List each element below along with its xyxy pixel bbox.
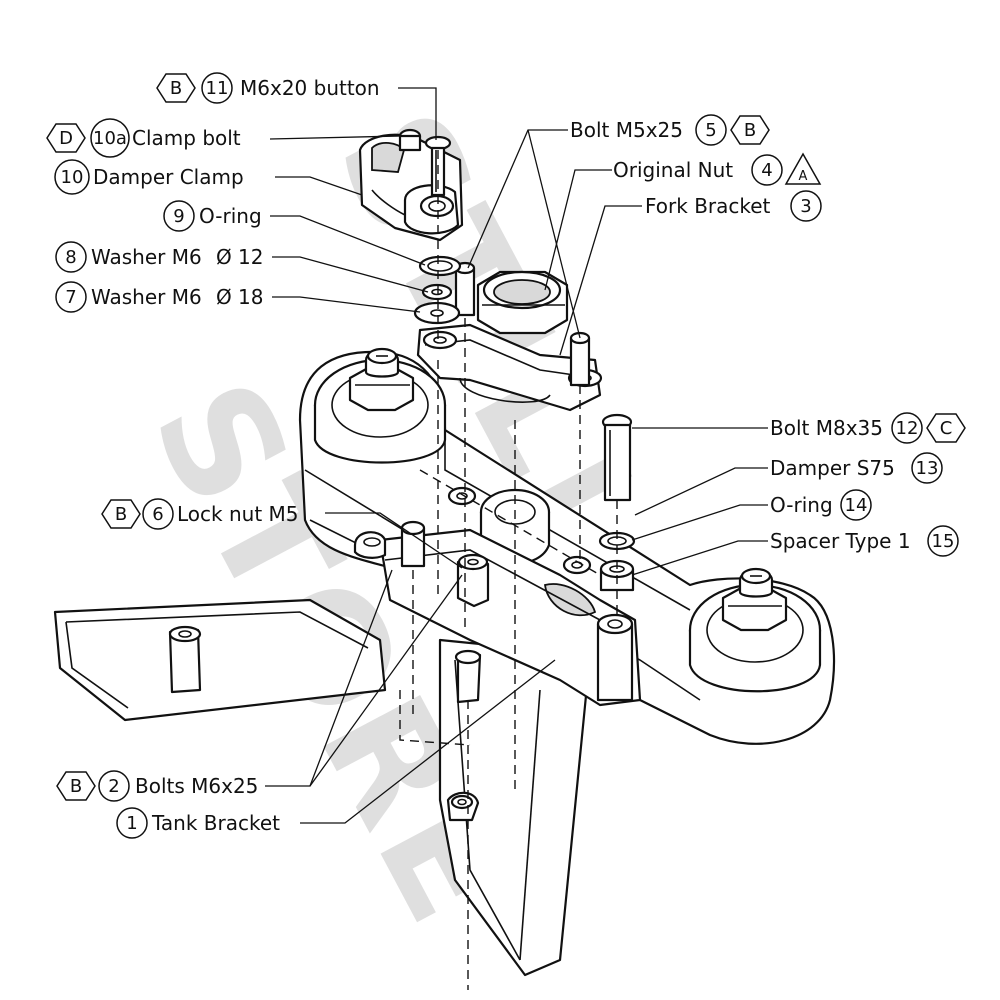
number-circle bbox=[790, 190, 822, 222]
callout-number: 3 bbox=[800, 196, 811, 217]
number-circle bbox=[98, 770, 130, 802]
number-circle bbox=[695, 114, 727, 146]
callout-text: Damper S75 bbox=[770, 456, 895, 480]
damper-clamp bbox=[358, 128, 464, 242]
number-circle bbox=[55, 281, 87, 313]
callout-text: Original Nut bbox=[613, 158, 733, 182]
callout-text: Washer M6 bbox=[91, 245, 202, 269]
callout-1: 1 Tank Bracket bbox=[116, 807, 280, 839]
code-triangle bbox=[784, 152, 822, 185]
callout-8: 8 Washer M6 Ø 12 bbox=[55, 241, 263, 273]
fork-bracket-3 bbox=[416, 261, 603, 412]
callout-text: Tank Bracket bbox=[151, 811, 280, 835]
code-hexagon bbox=[926, 413, 966, 443]
number-circle bbox=[116, 807, 148, 839]
callout-number: 9 bbox=[173, 206, 184, 227]
callout-number: 6 bbox=[152, 504, 163, 525]
callout-text: Bolts M6x25 bbox=[135, 774, 258, 798]
callout-14: O-ring 14 bbox=[770, 489, 872, 521]
callout-code: B bbox=[170, 78, 182, 99]
original-nut bbox=[476, 270, 569, 335]
number-circle bbox=[911, 452, 943, 484]
callout-text: Fork Bracket bbox=[645, 194, 771, 218]
fork-yoke bbox=[298, 347, 835, 745]
number-circle bbox=[54, 159, 90, 195]
callout-number: 15 bbox=[932, 531, 955, 552]
callout-text: Bolt M8x35 bbox=[770, 416, 883, 440]
number-circle bbox=[840, 489, 872, 521]
callout-number: 1 bbox=[126, 813, 137, 834]
callout-code: B bbox=[115, 504, 127, 525]
number-circle bbox=[142, 498, 174, 530]
callout-7: 7 Washer M6 Ø 18 bbox=[55, 281, 263, 313]
callout-3: Fork Bracket 3 bbox=[645, 190, 822, 222]
callout-code: B bbox=[744, 120, 756, 141]
callout-13: Damper S75 13 bbox=[770, 452, 943, 484]
callout-text: Clamp bolt bbox=[132, 126, 241, 150]
diameter-symbol: Ø bbox=[216, 285, 232, 309]
callout-text: Spacer Type 1 bbox=[770, 529, 911, 553]
callout-text: Washer M6 bbox=[91, 285, 202, 309]
number-circle bbox=[201, 72, 233, 104]
callout-number: 10a bbox=[93, 128, 127, 149]
tank-bracket bbox=[53, 598, 592, 977]
callout-code: A bbox=[799, 169, 808, 184]
number-circle bbox=[891, 412, 923, 444]
callout-text: Lock nut M5 bbox=[177, 502, 299, 526]
callout-9: 9 O-ring bbox=[163, 200, 262, 232]
callout-number: 4 bbox=[761, 160, 772, 181]
code-hexagon bbox=[101, 499, 141, 529]
callout-number: 11 bbox=[206, 78, 229, 99]
callout-code: D bbox=[59, 128, 73, 149]
callout-number: 10 bbox=[61, 167, 84, 188]
callout-number: 8 bbox=[65, 247, 76, 268]
callout-6: B 6 Lock nut M5 bbox=[101, 498, 299, 530]
callout-number: 14 bbox=[845, 495, 868, 516]
callout-code: C bbox=[940, 418, 953, 439]
callout-5: Bolt M5x25 5 B bbox=[570, 114, 770, 146]
callout-4: Original Nut 4 A bbox=[613, 152, 822, 186]
callout-number: 12 bbox=[896, 418, 919, 439]
callout-10a: D 10a Clamp bolt bbox=[46, 118, 241, 158]
leader-lines bbox=[265, 87, 768, 824]
washers-and-oring bbox=[413, 255, 462, 325]
callout-text: M6x20 button bbox=[240, 76, 380, 100]
number-circle bbox=[90, 118, 130, 158]
code-hexagon bbox=[730, 115, 770, 145]
callout-15: Spacer Type 1 15 bbox=[770, 525, 959, 557]
number-circle bbox=[55, 241, 87, 273]
callout-12: Bolt M8x35 12 C bbox=[770, 412, 966, 444]
code-hexagon bbox=[56, 771, 96, 801]
code-hexagon bbox=[46, 123, 86, 153]
number-circle bbox=[163, 200, 195, 232]
callout-number: 2 bbox=[108, 776, 119, 797]
callout-11: B 11 M6x20 button bbox=[156, 72, 380, 104]
washer-size: 18 bbox=[238, 285, 263, 309]
assembly-axis-lines bbox=[399, 150, 618, 990]
callout-10: 10 Damper Clamp bbox=[54, 159, 244, 195]
callout-text: O-ring bbox=[770, 493, 833, 517]
callout-text: O-ring bbox=[199, 204, 262, 228]
callout-text: Damper Clamp bbox=[93, 165, 244, 189]
callout-2: B 2 Bolts M6x25 bbox=[56, 770, 258, 802]
callout-code: B bbox=[70, 776, 82, 797]
number-circle bbox=[927, 525, 959, 557]
callout-number: 13 bbox=[916, 458, 939, 479]
callout-number: 7 bbox=[65, 287, 76, 308]
callout-number: 5 bbox=[705, 120, 716, 141]
code-hexagon bbox=[156, 73, 196, 103]
washer-size: 12 bbox=[238, 245, 263, 269]
number-circle bbox=[751, 154, 783, 186]
diameter-symbol: Ø bbox=[216, 245, 232, 269]
callout-text: Bolt M5x25 bbox=[570, 118, 683, 142]
